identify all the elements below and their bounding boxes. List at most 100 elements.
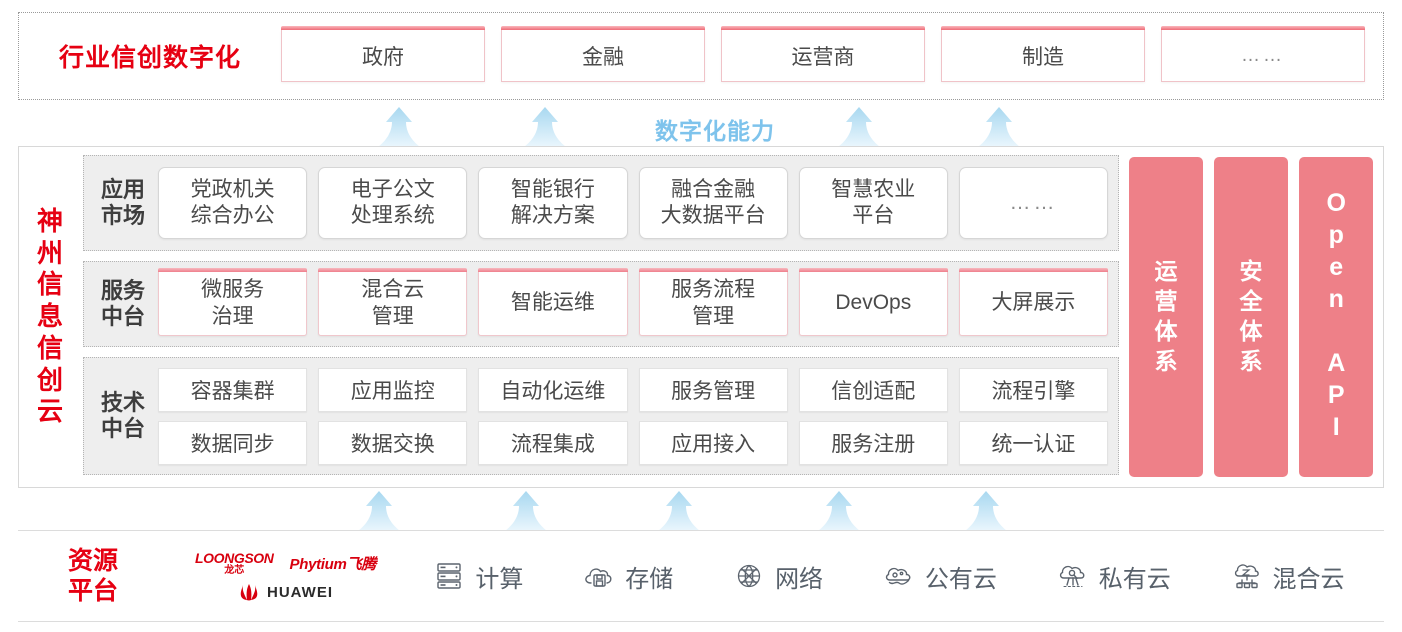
service-platform-label: 服务 中台 <box>94 278 152 330</box>
industry-band: 行业信创数字化 政府 金融 运营商 制造 …… <box>18 12 1384 100</box>
industry-card-government[interactable]: 政府 <box>281 26 485 82</box>
resource-item-hybrid-cloud[interactable]: 混合云 <box>1230 559 1345 594</box>
resource-title-line: 平台 <box>67 577 118 605</box>
tech-cell-service-registry[interactable]: 服务注册 <box>798 420 948 465</box>
pillar-label: 安 全 体 系 <box>1240 257 1263 377</box>
cloud-storage-icon <box>585 568 612 587</box>
tech-cell-app-monitoring[interactable]: 应用监控 <box>318 367 468 412</box>
vendor-row-top: LOONGSON 龙芯 Phytium飞腾 <box>195 551 376 576</box>
server-icon <box>437 563 462 589</box>
svc-cell-hybrid-cloud-mgmt[interactable]: 混合云管理 <box>318 268 468 336</box>
pillar-security-system[interactable]: 安 全 体 系 <box>1214 157 1288 477</box>
huawei-logo-text: HUAWEI <box>267 583 333 601</box>
app-cell-smart-banking[interactable]: 智能银行解决方案 <box>478 167 628 239</box>
capability-arrow-strip-top: 数字化能力 <box>18 104 1384 148</box>
tech-cell-app-access[interactable]: 应用接入 <box>638 420 788 465</box>
pillar-char: 营 <box>1154 288 1178 315</box>
up-arrow-icon <box>976 106 1022 148</box>
resource-item-label: 网络 <box>775 565 824 593</box>
industry-card-finance[interactable]: 金融 <box>501 26 705 82</box>
technology-row-2: 数据同步 数据交换 流程集成 应用接入 服务注册 统一认证 <box>158 420 1109 465</box>
tech-cell-data-exchange[interactable]: 数据交换 <box>318 420 468 465</box>
app-cell-smart-agriculture[interactable]: 智慧农业平台 <box>798 167 948 239</box>
app-cell-edoc-system[interactable]: 电子公文处理系统 <box>318 167 468 239</box>
resource-item-public-cloud[interactable]: 公有云 <box>882 559 997 594</box>
hybrid-cloud-icon <box>1234 564 1259 589</box>
up-arrow-icon <box>356 490 402 532</box>
resource-item-label: 存储 <box>625 565 674 593</box>
svc-cell-devops[interactable]: DevOps <box>798 268 949 336</box>
up-arrow-icon <box>836 106 882 148</box>
industry-card-label: 政府 <box>362 45 404 69</box>
tech-cell-automated-ops[interactable]: 自动化运维 <box>478 367 628 412</box>
up-arrow-icon <box>816 490 862 532</box>
pillar-char: 体 <box>1154 318 1178 344</box>
vendor-row-bottom: HUAWEI <box>238 583 333 601</box>
industry-card-list: 政府 金融 运营商 制造 …… <box>281 26 1383 82</box>
cloud-pillars: 运 营 体 系 安 全 体 系 Open API <box>1129 155 1373 479</box>
phytium-logo: Phytium飞腾 <box>289 556 377 573</box>
resource-item-label: 私有云 <box>1098 565 1171 593</box>
industry-card-operator[interactable]: 运营商 <box>721 26 925 82</box>
network-globe-icon <box>737 564 761 588</box>
tech-cell-unified-auth[interactable]: 统一认证 <box>958 420 1109 465</box>
app-cell-more[interactable]: …… <box>958 167 1109 239</box>
industry-card-manufacturing[interactable]: 制造 <box>941 26 1145 82</box>
up-arrow-icon <box>522 106 568 148</box>
svc-cell-intelligent-ops[interactable]: 智能运维 <box>478 268 628 336</box>
service-platform-items: 微服务治理 混合云管理 智能运维 服务流程管理 DevOps 大屏展示 <box>152 268 1109 336</box>
tech-cell-process-engine[interactable]: 流程引擎 <box>958 367 1109 412</box>
cloud-title-char: 信 <box>36 332 63 363</box>
technology-platform-label: 技术 中台 <box>94 390 152 442</box>
up-arrow-icon <box>963 490 1009 532</box>
cloud-title-char: 云 <box>36 396 63 427</box>
resource-item-compute[interactable]: 计算 <box>432 559 523 594</box>
tech-cell-data-sync[interactable]: 数据同步 <box>158 420 308 465</box>
svc-cell-microservice-governance[interactable]: 微服务治理 <box>158 268 308 336</box>
svc-cell-service-process-mgmt[interactable]: 服务流程管理 <box>638 268 788 336</box>
service-platform-band: 服务 中台 微服务治理 混合云管理 智能运维 服务流程管理 DevOps 大屏展… <box>83 261 1119 347</box>
band-label-line: 市场 <box>100 203 145 228</box>
industry-card-label: …… <box>1241 44 1285 66</box>
application-market-label: 应用 市场 <box>94 177 152 229</box>
technology-row-1: 容器集群 应用监控 自动化运维 服务管理 信创适配 流程引擎 <box>158 367 1109 412</box>
cloud-section: 神 州 信 息 信 创 云 应用 市场 党政机关综合办公 电子公文处理系统 <box>18 146 1384 488</box>
resource-item-storage[interactable]: 存储 <box>582 559 673 594</box>
tech-cell-container-cluster[interactable]: 容器集群 <box>158 367 308 412</box>
resource-item-network[interactable]: 网络 <box>732 559 823 594</box>
cloud-rows: 应用 市场 党政机关综合办公 电子公文处理系统 智能银行解决方案 融合金融大数据… <box>83 155 1119 479</box>
up-arrow-icon <box>656 490 702 532</box>
resource-item-label: 混合云 <box>1272 565 1345 593</box>
pillar-label: Open API <box>1322 189 1351 445</box>
tech-cell-xinchuang-adaptation[interactable]: 信创适配 <box>798 367 948 412</box>
resource-item-label: 计算 <box>475 565 524 593</box>
resource-title-line: 资源 <box>67 546 118 575</box>
cloud-title-char: 州 <box>36 237 63 268</box>
loongson-logo: LOONGSON 龙芯 <box>195 551 274 576</box>
private-cloud-icon <box>1059 565 1085 588</box>
app-cell-govt-office[interactable]: 党政机关综合办公 <box>158 167 308 239</box>
application-market-items: 党政机关综合办公 电子公文处理系统 智能银行解决方案 融合金融大数据平台 智慧农… <box>152 167 1109 239</box>
industry-card-label: 金融 <box>582 45 624 69</box>
up-arrow-icon <box>503 490 549 532</box>
resource-platform-band: 资源 平台 LOONGSON 龙芯 Phytium飞腾 <box>18 530 1384 622</box>
pillar-open-api[interactable]: Open API <box>1299 157 1373 477</box>
vendor-logo-group: LOONGSON 龙芯 Phytium飞腾 HUAWEI <box>168 551 403 601</box>
tech-cell-service-mgmt[interactable]: 服务管理 <box>638 367 788 412</box>
resource-item-private-cloud[interactable]: 私有云 <box>1056 559 1171 594</box>
app-cell-finance-bigdata[interactable]: 融合金融大数据平台 <box>638 167 788 239</box>
cloud-title-char: 创 <box>36 364 63 395</box>
pillar-char: 体 <box>1239 318 1263 344</box>
pillar-operations-system[interactable]: 运 营 体 系 <box>1129 157 1203 477</box>
pillar-char: 运 <box>1154 258 1178 285</box>
huawei-logo: HUAWEI <box>238 583 333 601</box>
tech-cell-process-integration[interactable]: 流程集成 <box>478 420 628 465</box>
up-arrow-icon <box>376 106 422 148</box>
band-label-line: 应用 <box>100 177 145 203</box>
pillar-char: 系 <box>1239 347 1263 374</box>
cloud-title-char: 信 <box>36 269 63 300</box>
band-label-line: 中台 <box>100 416 145 441</box>
industry-card-more[interactable]: …… <box>1161 26 1365 82</box>
svc-cell-large-screen-display[interactable]: 大屏展示 <box>958 268 1109 336</box>
